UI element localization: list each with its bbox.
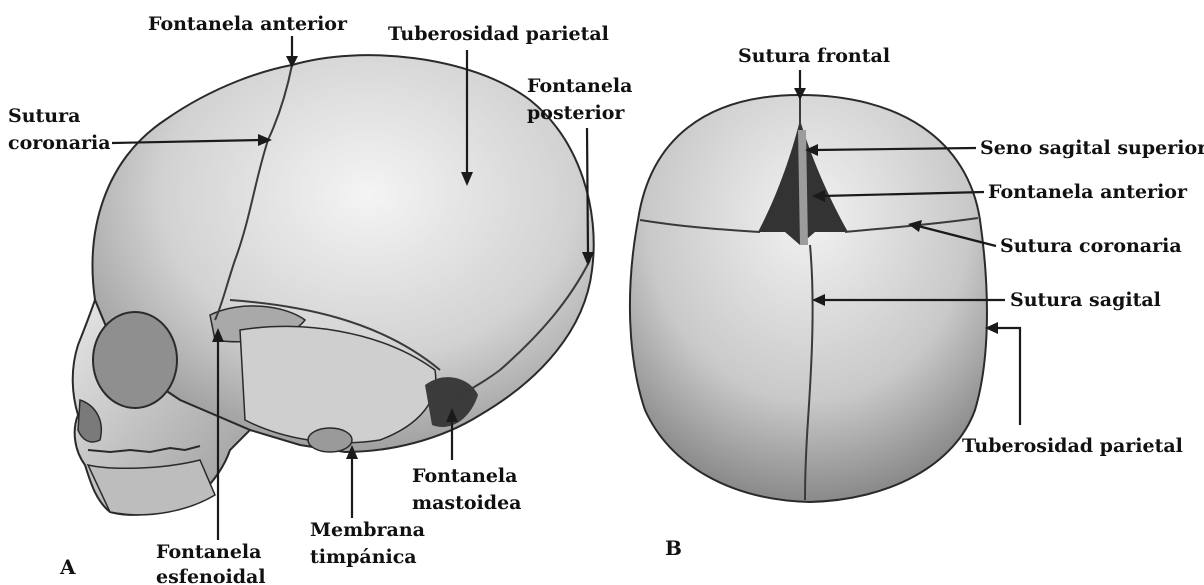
label-b-tuberosidad-parietal: Tuberosidad parietal (962, 435, 1183, 457)
superior-skull-drawing (630, 95, 987, 502)
label-a-fontanela-posterior-line2: posterior (527, 102, 625, 124)
label-a-fontanela-anterior: Fontanela anterior (148, 13, 348, 35)
label-a-fontanela-esfenoidal-line2: esfenoidal (156, 566, 266, 585)
label-a-tuberosidad-parietal: Tuberosidad parietal (388, 23, 609, 45)
label-b-fontanela-anterior: Fontanela anterior (988, 181, 1188, 203)
label-a-fontanela-posterior-line1: Fontanela (527, 75, 632, 97)
panel-label-b: B (665, 536, 682, 560)
panel-label-a: A (59, 555, 76, 579)
label-a-membrana-timpanica-line1: Membrana (310, 519, 425, 541)
label-a-sutura-coronaria-line1: Sutura (8, 105, 80, 127)
lateral-skull-drawing (73, 55, 594, 515)
label-b-seno-sagital-superior: Seno sagital superior (980, 137, 1204, 159)
label-a-fontanela-mastoidea-line1: Fontanela (412, 465, 517, 487)
label-a-sutura-coronaria-line2: coronaria (8, 132, 111, 154)
label-b-sutura-frontal: Sutura frontal (738, 45, 890, 67)
label-a-membrana-timpanica-line2: timpánica (310, 546, 417, 568)
label-a-fontanela-esfenoidal-line1: Fontanela (156, 541, 261, 563)
label-b-sutura-coronaria: Sutura coronaria (1000, 235, 1182, 257)
label-b-sutura-sagital: Sutura sagital (1010, 289, 1161, 311)
label-a-fontanela-mastoidea-line2: mastoidea (412, 492, 521, 514)
